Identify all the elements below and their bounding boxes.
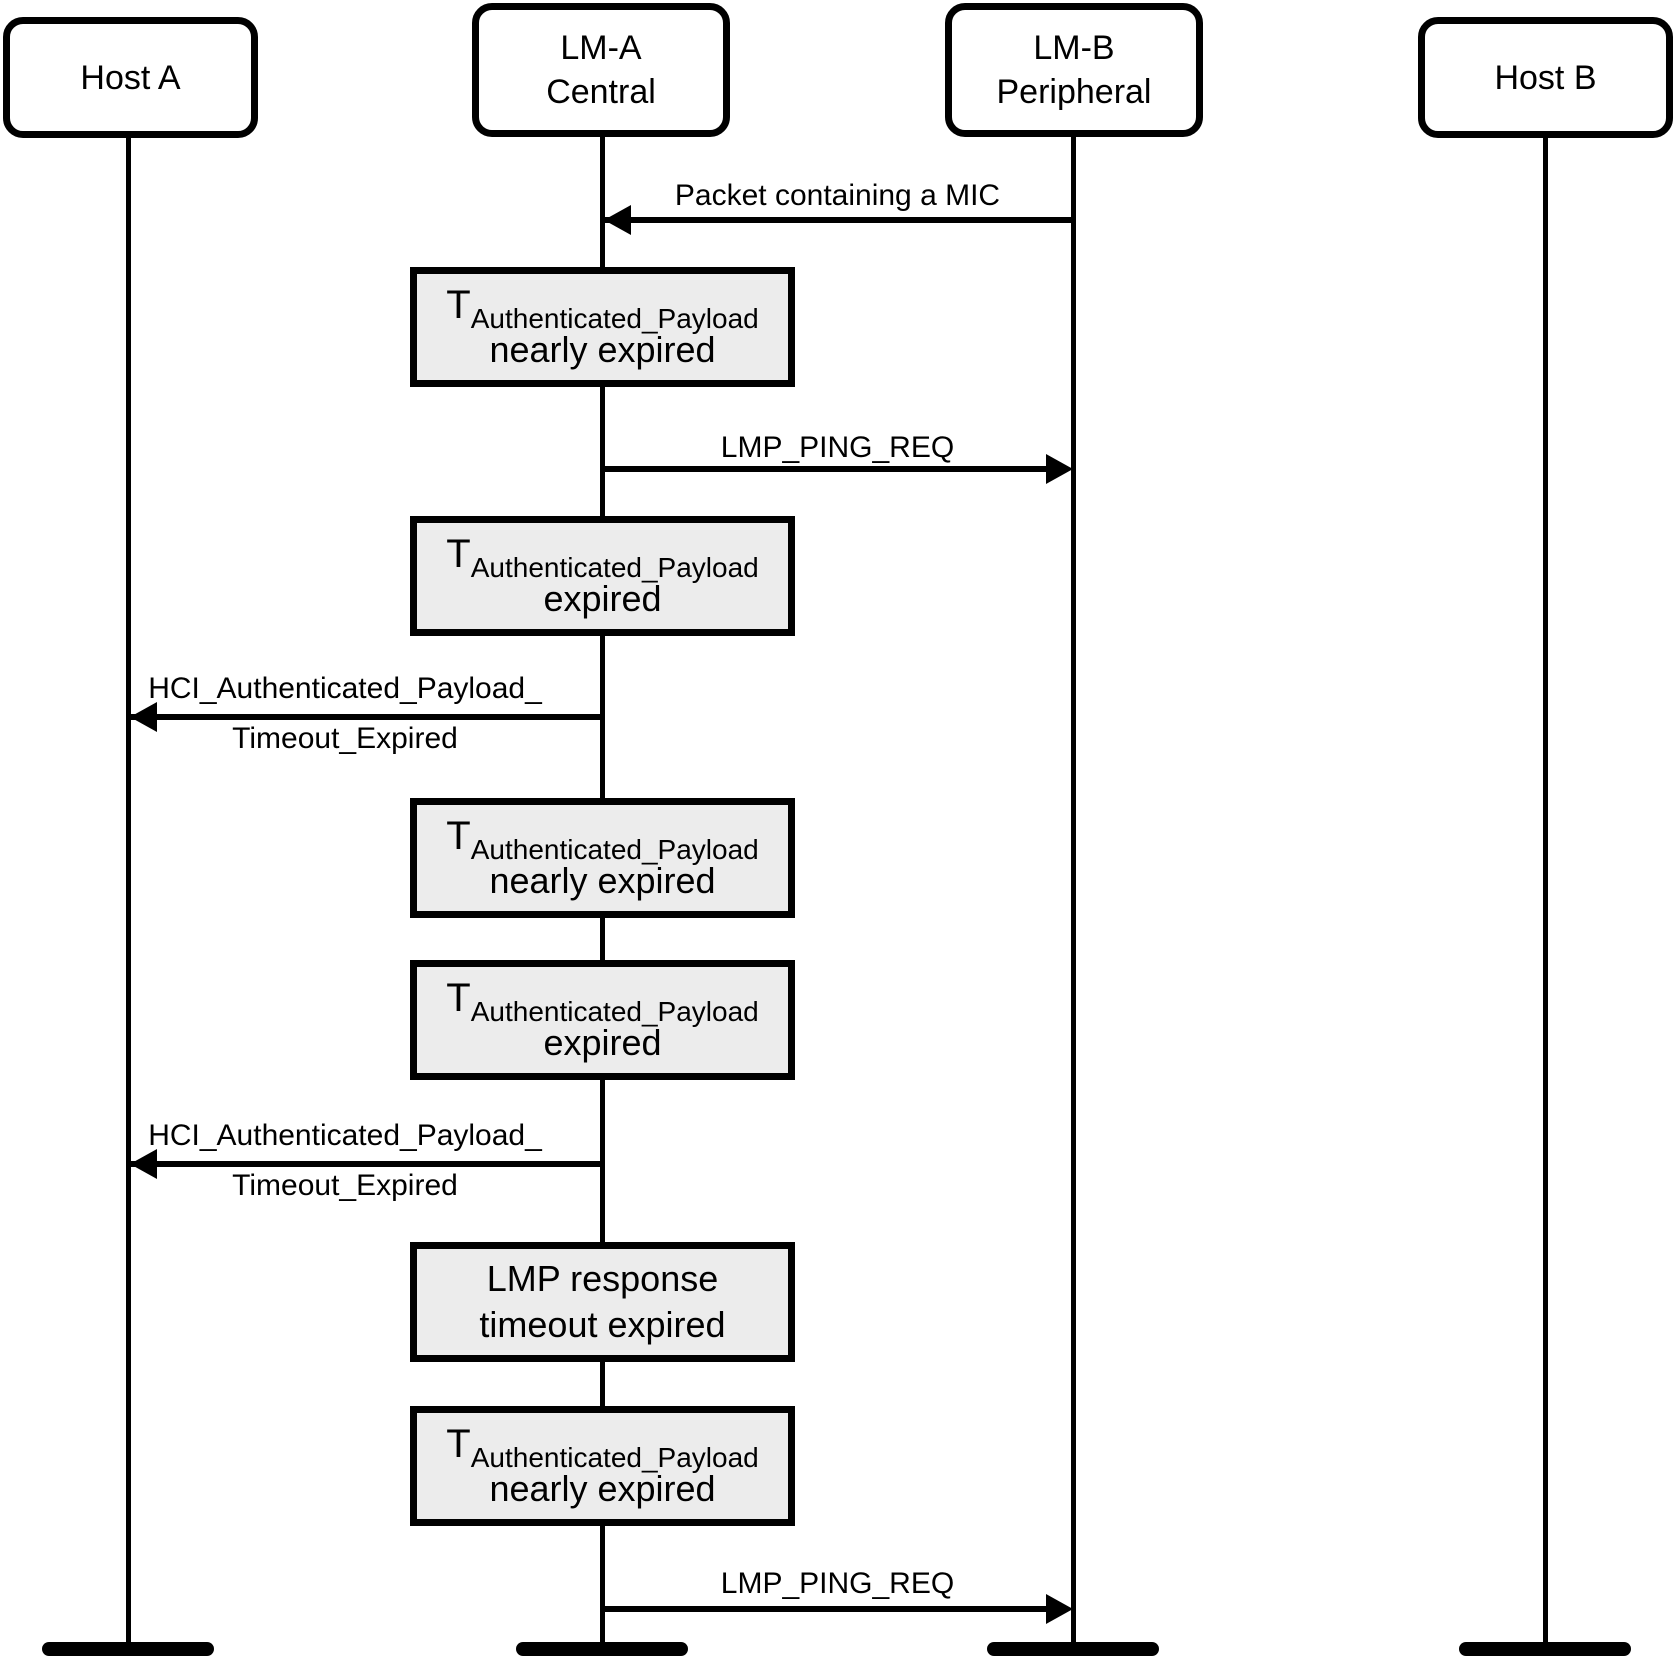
message-packet-mic-line [604, 217, 1073, 223]
message-hci-timeout-1-label-line2: Timeout_Expired [232, 722, 458, 755]
event-box-lmp-response-timeout: LMP response timeout expired [410, 1242, 795, 1362]
arrowhead-left-icon [130, 702, 157, 732]
arrowhead-right-icon [1046, 1594, 1073, 1624]
actor-host-b-label: Host B [1494, 58, 1597, 97]
timer-status: nearly expired [489, 329, 716, 370]
actor-lm-b: LM-B Peripheral [945, 3, 1203, 137]
message-hci-timeout-2-label-line1: HCI_Authenticated_Payload_ [148, 1119, 542, 1152]
lifeline-host-a [126, 137, 131, 1648]
actor-host-b: Host B [1418, 17, 1673, 138]
timer-subscript: Authenticated_Payload [470, 834, 759, 865]
actor-lm-b-label-line2: Peripheral [996, 73, 1152, 111]
lifeline-host-b [1543, 137, 1548, 1648]
message-lmp-ping-req-2-label: LMP_PING_REQ [720, 1567, 955, 1600]
message-hci-timeout-1-label-line1: HCI_Authenticated_Payload_ [148, 672, 542, 705]
actor-lm-b-label-line1: LM-B [1033, 29, 1115, 67]
timer-label: TAuthenticated_Payload [446, 1422, 759, 1473]
event-box-timer-nearly-expired-1: TAuthenticated_Payload nearly expired [410, 267, 795, 387]
actor-lm-a-label-line1: LM-A [560, 29, 642, 67]
event-box-timer-nearly-expired-3: TAuthenticated_Payload nearly expired [410, 1406, 795, 1526]
event-box-timer-expired-1: TAuthenticated_Payload expired [410, 516, 795, 636]
message-hci-timeout-1-line [131, 714, 602, 720]
timer-subscript: Authenticated_Payload [470, 1442, 759, 1473]
timer-label: TAuthenticated_Payload [446, 814, 759, 865]
arrowhead-left-icon [130, 1149, 157, 1179]
timer-subscript: Authenticated_Payload [470, 303, 759, 334]
actor-lm-a: LM-A Central [472, 3, 730, 137]
lifeline-lm-b [1071, 137, 1076, 1648]
arrowhead-right-icon [1046, 454, 1073, 484]
message-hci-timeout-2-line [131, 1161, 602, 1167]
timer-status: expired [543, 1022, 662, 1063]
timer-subscript: Authenticated_Payload [470, 552, 759, 583]
timer-status: expired [543, 578, 662, 619]
event-box-timer-nearly-expired-2: TAuthenticated_Payload nearly expired [410, 798, 795, 918]
timer-subscript: Authenticated_Payload [470, 996, 759, 1027]
message-hci-timeout-2-label-line2: Timeout_Expired [232, 1169, 458, 1202]
actor-host-a: Host A [3, 17, 258, 138]
timer-label: TAuthenticated_Payload [446, 532, 759, 583]
arrowhead-left-icon [604, 205, 631, 235]
lifeline-end-host-b [1459, 1642, 1631, 1656]
actor-host-a-label: Host A [80, 58, 181, 97]
timer-status: nearly expired [489, 860, 716, 901]
lifeline-end-lm-a [516, 1642, 688, 1656]
message-packet-mic-label: Packet containing a MIC [674, 179, 1001, 212]
message-lmp-ping-req-2-line [602, 1606, 1052, 1612]
timer-label: TAuthenticated_Payload [446, 976, 759, 1027]
event-label-line2: timeout expired [479, 1304, 726, 1345]
event-label-line1: LMP response [486, 1258, 719, 1299]
actor-lm-a-label-line2: Central [546, 73, 656, 111]
lifeline-end-lm-b [987, 1642, 1159, 1656]
timer-status: nearly expired [489, 1468, 716, 1509]
lifeline-end-host-a [42, 1642, 214, 1656]
event-box-timer-expired-2: TAuthenticated_Payload expired [410, 960, 795, 1080]
message-lmp-ping-req-1-line [602, 466, 1052, 472]
timer-label: TAuthenticated_Payload [446, 283, 759, 334]
message-lmp-ping-req-1-label: LMP_PING_REQ [720, 431, 955, 464]
